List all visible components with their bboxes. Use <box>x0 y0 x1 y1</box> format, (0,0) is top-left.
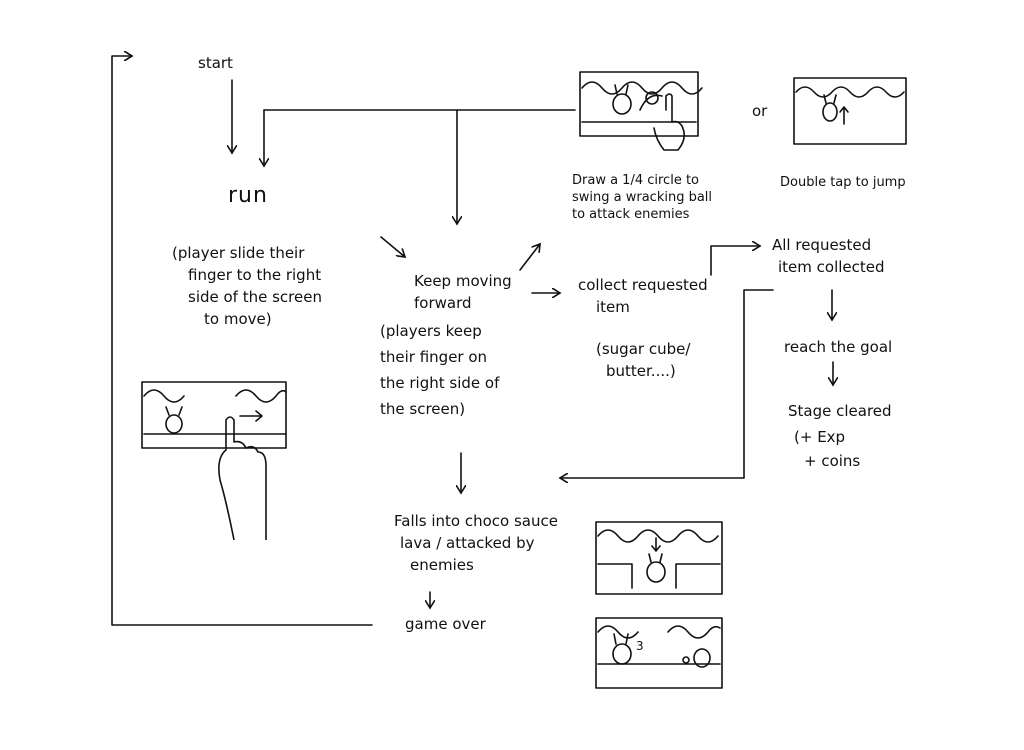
arrow-collect-all <box>710 246 760 276</box>
falls-node: Falls into choco sauce lava / attacked b… <box>394 510 558 576</box>
loop-back-line <box>111 56 373 626</box>
attack-caption-line: to attack enemies <box>572 207 690 222</box>
run-description: (player slide their finger to the right … <box>172 242 322 330</box>
collect-line: collect requested <box>578 276 708 294</box>
collect-note-line: (sugar cube/ <box>596 340 691 358</box>
attack-caption-line: swing a wracking ball <box>572 190 713 205</box>
all-collected-line: All requested <box>772 236 872 254</box>
keep-moving-line: their finger on <box>380 348 488 366</box>
keep-moving-line: forward <box>414 294 472 312</box>
jump-sketch <box>793 77 907 145</box>
keep-moving-line: (players keep <box>380 322 482 340</box>
run-label: run <box>228 183 268 208</box>
arrow-run-keep <box>380 236 405 257</box>
attack-caption: Draw a 1/4 circle to swing a wracking ba… <box>572 172 712 223</box>
collect-note-line: butter....) <box>606 362 676 380</box>
stage-cleared-line: + coins <box>804 452 861 470</box>
all-collected-line: item collected <box>778 258 885 276</box>
collect-node: collect requested item <box>578 274 708 318</box>
keep-moving-line: Keep moving <box>414 272 512 290</box>
keep-moving-line: the screen) <box>380 400 466 418</box>
keep-moving-node: Keep moving forward (players keep their … <box>380 270 512 420</box>
keep-moving-line: the right side of <box>380 374 500 392</box>
falls-line: lava / attacked by <box>400 534 535 552</box>
run-desc-line: side of the screen <box>188 288 322 306</box>
run-sketch <box>141 381 287 540</box>
attack-caption-line: Draw a 1/4 circle to <box>572 173 699 188</box>
run-desc-line: finger to the right <box>188 266 322 284</box>
run-desc-line: (player slide their <box>172 244 305 262</box>
falls-line: enemies <box>410 556 474 574</box>
stage-cleared-line: Stage cleared <box>788 402 892 420</box>
arrow-keep-attack <box>519 244 540 271</box>
stage-cleared-node: Stage cleared (+ Exp + coins <box>788 400 892 472</box>
attack-sketch <box>579 71 703 151</box>
arrow-all-falls <box>560 289 774 478</box>
run-desc-line: to move) <box>204 310 272 328</box>
collect-line: item <box>596 298 630 316</box>
jump-caption: Double tap to jump <box>780 175 906 190</box>
falls-line: Falls into choco sauce <box>394 512 558 530</box>
stage-cleared-line: (+ Exp <box>794 428 846 446</box>
collect-note: (sugar cube/ butter....) <box>596 338 690 382</box>
reach-goal-node: reach the goal <box>784 338 893 356</box>
game-over-node: game over <box>405 615 486 633</box>
start-label: start <box>198 54 233 72</box>
enemy-hit-count: 3 <box>636 639 644 653</box>
lava-sketch <box>595 521 723 595</box>
or-label: or <box>752 102 768 120</box>
all-collected-node: All requested item collected <box>772 234 885 278</box>
enemy-sketch: 3 <box>595 617 723 689</box>
